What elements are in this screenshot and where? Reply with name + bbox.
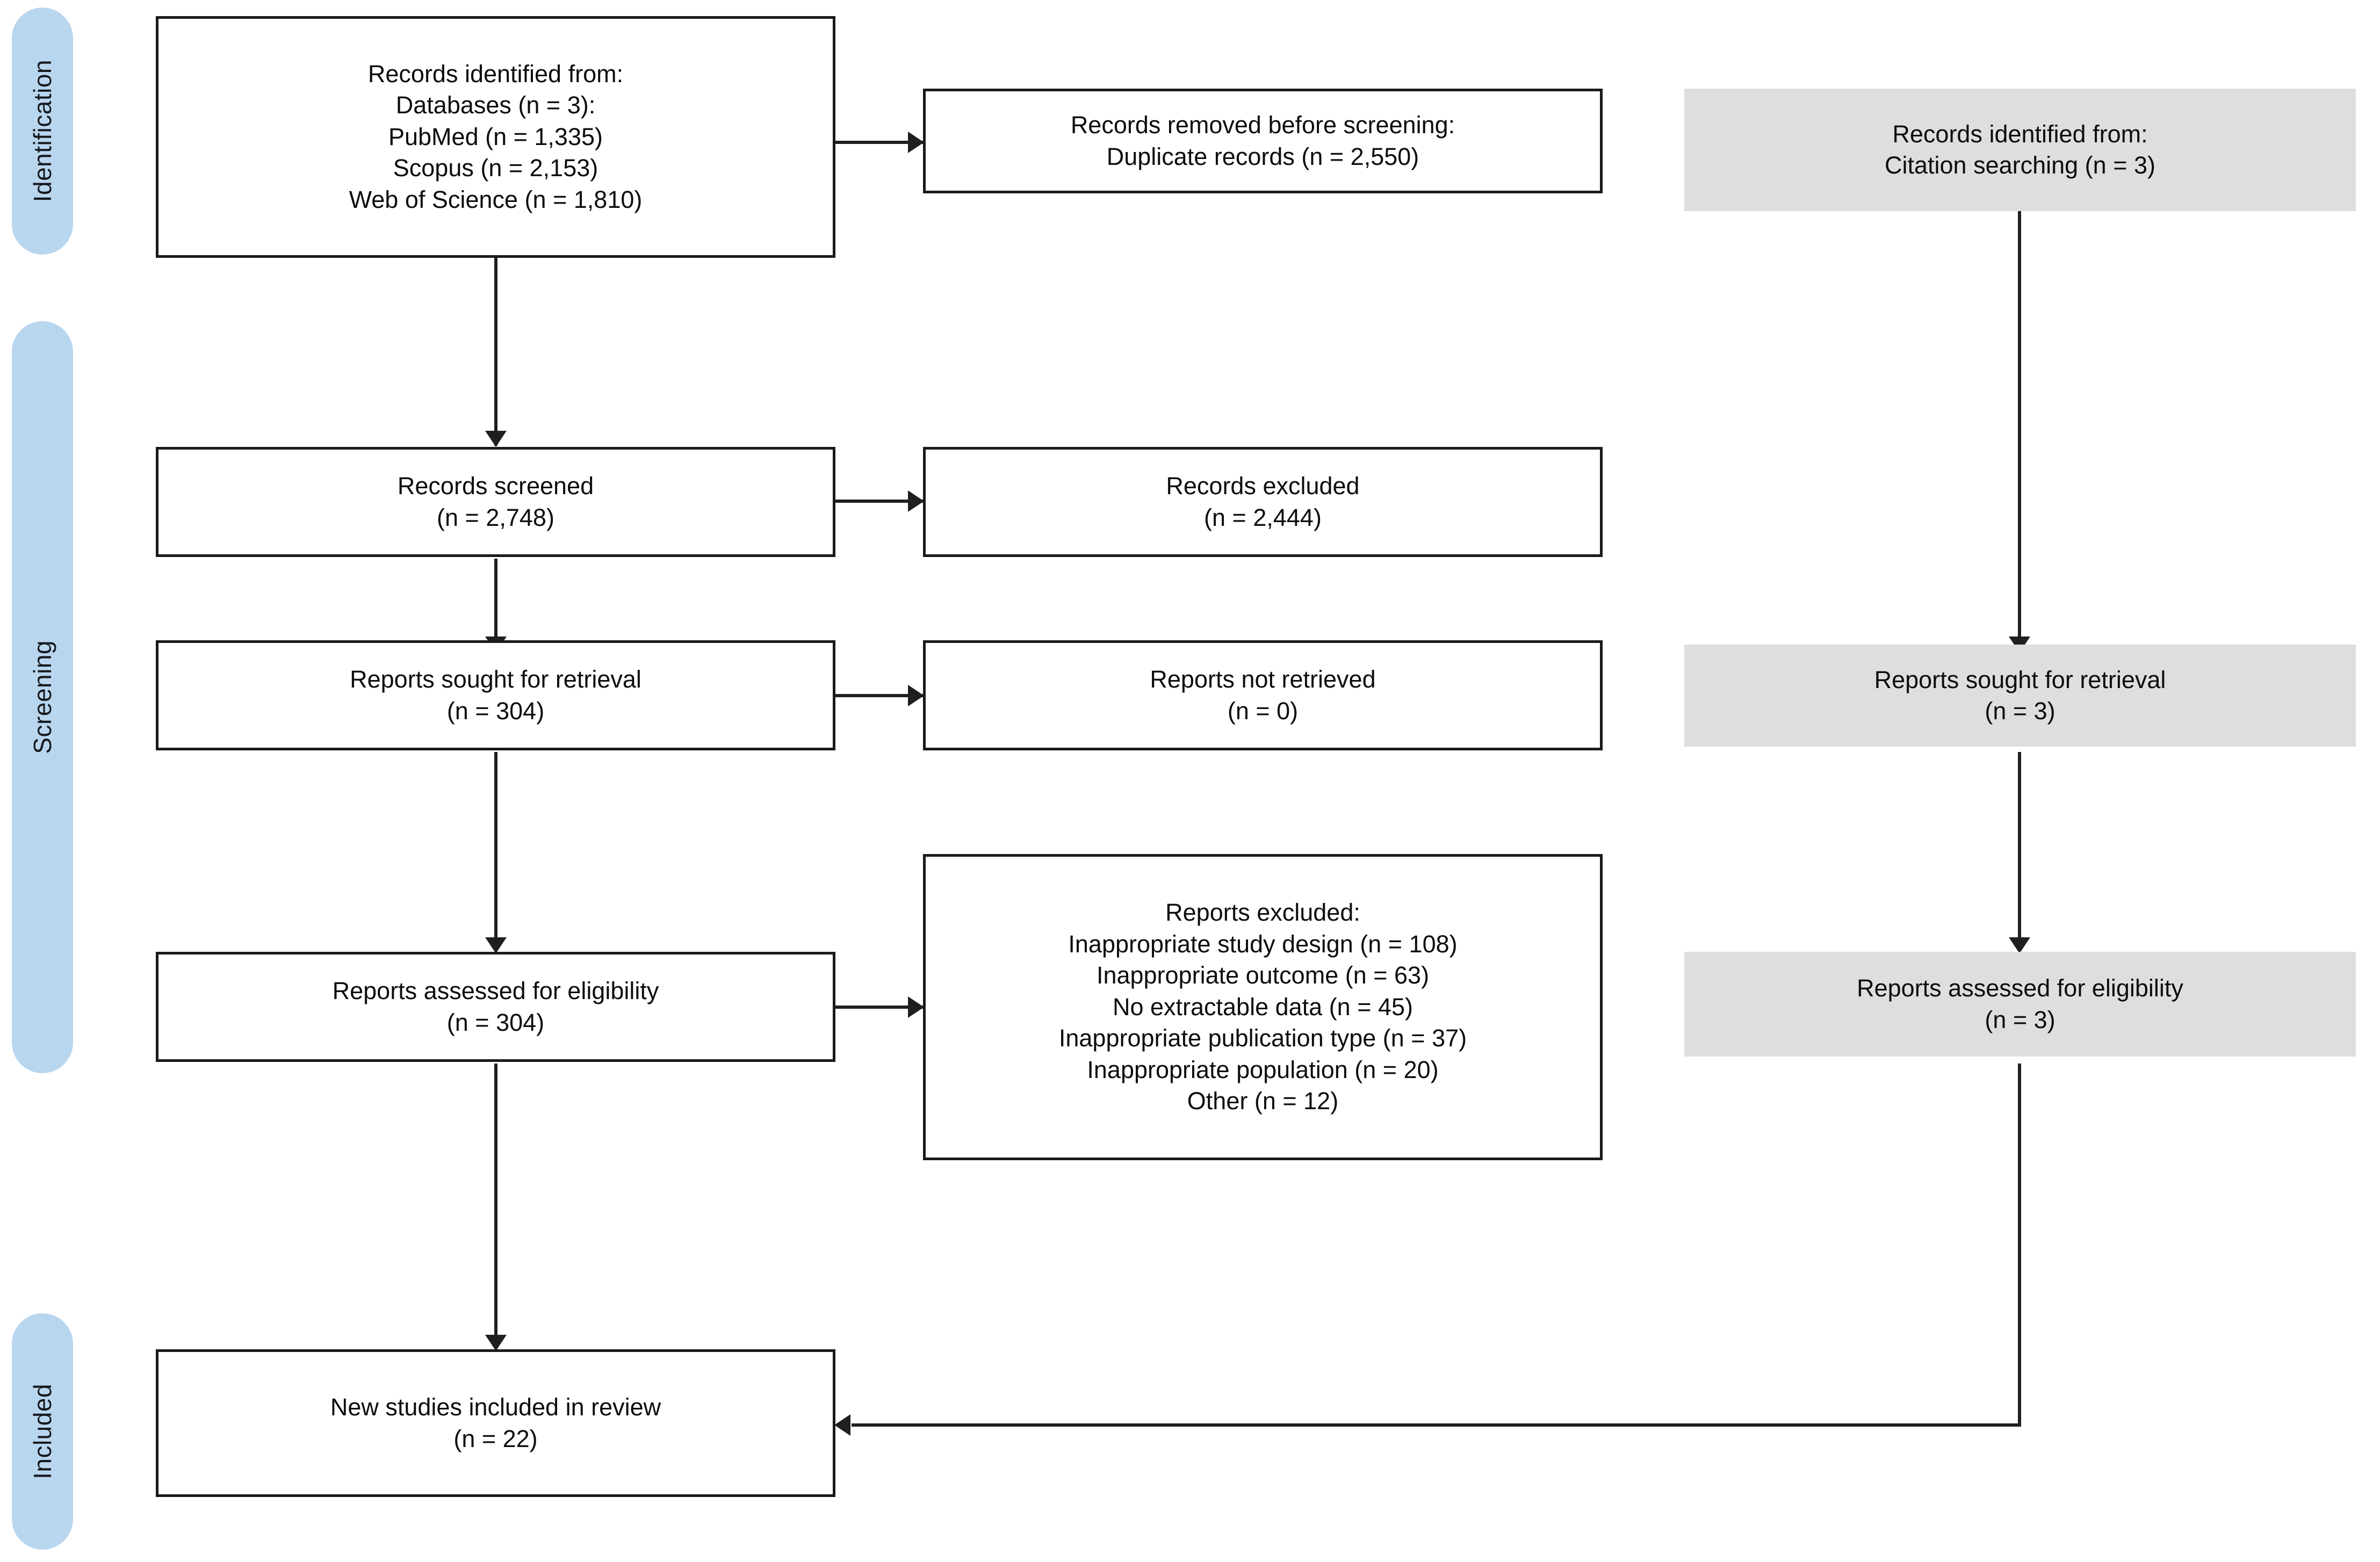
box-reports-sought-citation-text: Reports sought for retrieval (n = 3) [1874,666,2166,725]
arrowhead-identified-to-screened [485,431,507,447]
arrowhead-sought-to-assessed [485,937,507,953]
phase-label-screening: Screening [28,640,56,754]
phase-label-identification: Identification [28,60,56,203]
connector-assessed-to-excluded [835,1006,924,1009]
arrowhead-assessed-to-included [485,1335,507,1351]
box-records-removed[interactable]: Records removed before screening: Duplic… [923,89,1603,193]
connector-screened-to-sought [494,559,497,650]
arrowhead-citation-sought-to-assessed [2009,937,2030,953]
box-reports-assessed-citation-text: Reports assessed for eligibility (n = 3) [1857,974,2183,1033]
box-new-studies-included-text: New studies included in review (n = 22) [330,1393,661,1452]
connector-sought-to-not-retrieved [835,694,924,697]
box-records-removed-text: Records removed before screening: Duplic… [1070,111,1455,170]
box-reports-sought-text: Reports sought for retrieval (n = 304) [350,666,641,725]
box-reports-not-retrieved-text: Reports not retrieved (n = 0) [1150,666,1376,725]
box-new-studies-included[interactable]: New studies included in review (n = 22) [156,1349,835,1497]
box-records-identified-citation[interactable]: Records identified from: Citation search… [1684,89,2356,211]
connector-screened-to-excluded [835,500,924,503]
box-reports-assessed-citation[interactable]: Reports assessed for eligibility (n = 3) [1684,952,2356,1057]
connector-assessed-to-included [494,1064,497,1348]
connector-sought-to-assessed [494,752,497,951]
phase-pill-identification: Identification [12,8,73,255]
box-reports-excluded[interactable]: Reports excluded: Inappropriate study de… [923,854,1603,1160]
arrowhead-identified-to-removed [908,132,924,153]
arrowhead-sought-to-not-retrieved [908,685,924,706]
box-reports-sought-citation[interactable]: Reports sought for retrieval (n = 3) [1684,645,2356,747]
connector-citation-to-included [852,1423,2021,1427]
box-reports-excluded-text: Reports excluded: Inappropriate study de… [1058,899,1467,1115]
box-records-excluded-text: Records excluded (n = 2,444) [1166,472,1360,531]
box-reports-assessed-text: Reports assessed for eligibility (n = 30… [332,977,659,1036]
box-records-identified-text: Records identified from: Databases (n = … [349,60,643,213]
box-reports-not-retrieved[interactable]: Reports not retrieved (n = 0) [923,640,1603,750]
connector-citation-assessed-down [2018,1064,2021,1426]
phase-pill-screening: Screening [12,321,73,1073]
connector-identified-to-screened [494,258,497,446]
connector-identified-to-removed [835,141,924,144]
box-records-identified[interactable]: Records identified from: Databases (n = … [156,16,835,258]
arrowhead-screened-to-excluded [908,490,924,512]
connector-citation-sought-to-assessed [2018,752,2021,951]
phase-label-included: Included [28,1384,56,1479]
phase-pill-included: Included [12,1313,73,1550]
arrowhead-citation-to-included [834,1414,850,1436]
box-records-screened[interactable]: Records screened (n = 2,748) [156,447,835,557]
box-reports-assessed[interactable]: Reports assessed for eligibility (n = 30… [156,952,835,1062]
box-records-excluded[interactable]: Records excluded (n = 2,444) [923,447,1603,557]
box-reports-sought[interactable]: Reports sought for retrieval (n = 304) [156,640,835,750]
box-records-identified-citation-text: Records identified from: Citation search… [1884,120,2155,179]
box-records-screened-text: Records screened (n = 2,748) [397,472,594,531]
connector-citation-identified-to-sought [2018,209,2021,650]
arrowhead-assessed-to-excluded [908,996,924,1018]
